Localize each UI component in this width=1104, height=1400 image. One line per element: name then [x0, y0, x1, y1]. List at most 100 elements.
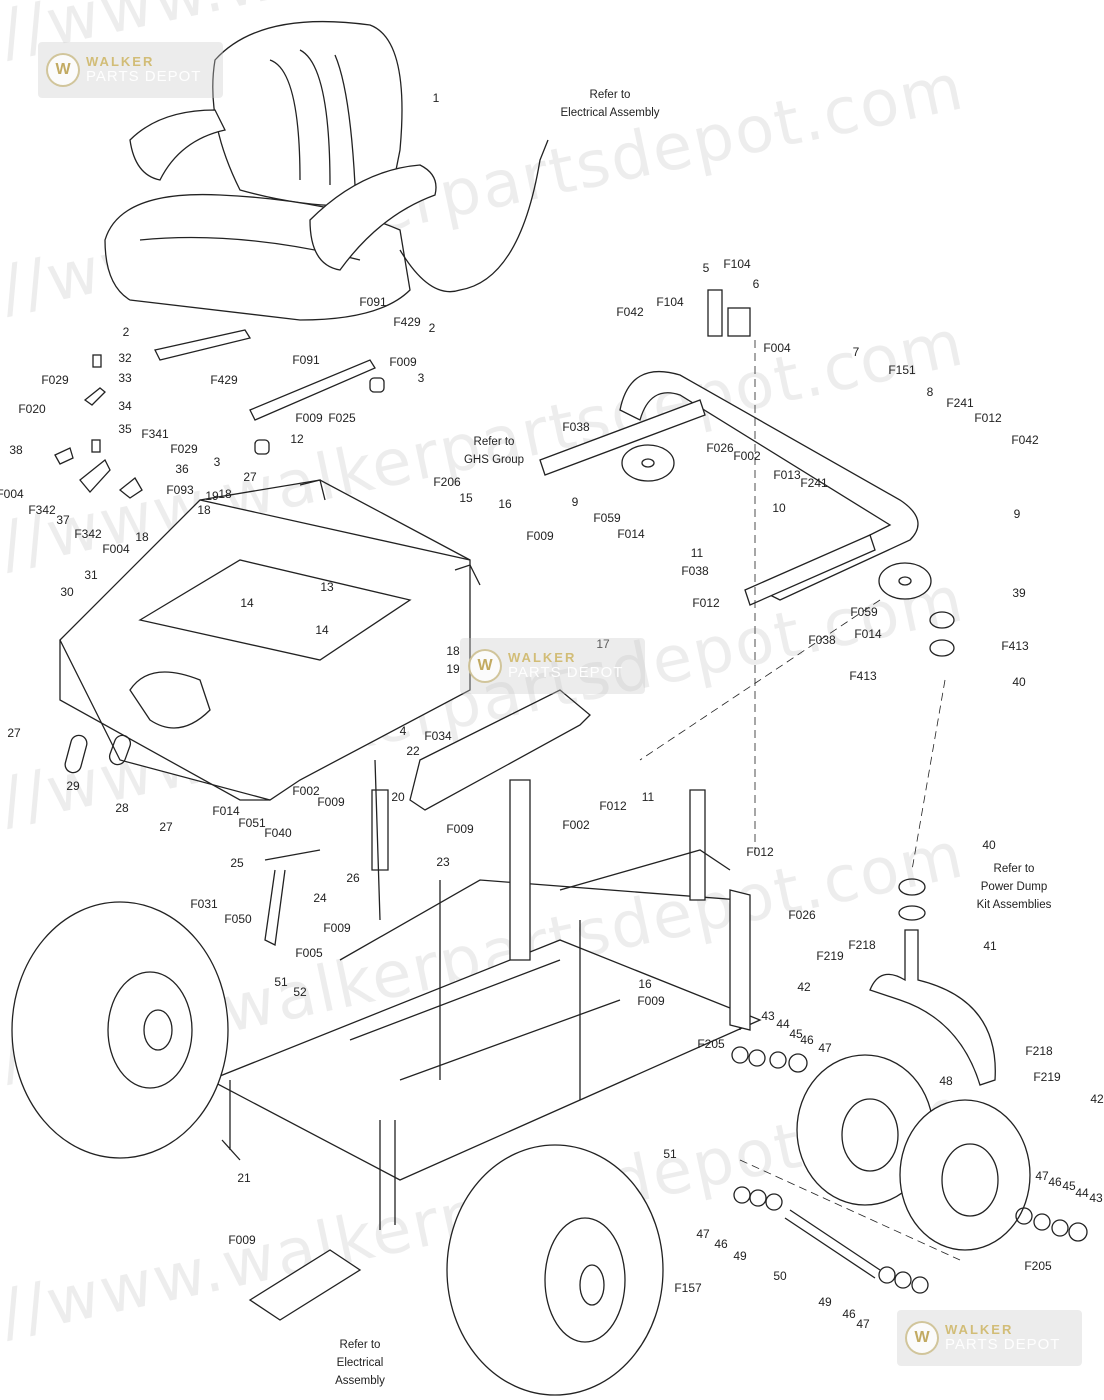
linkage-part-25: [264, 849, 321, 946]
callout-label: F093: [166, 483, 194, 497]
callout-label: 39: [1012, 586, 1026, 600]
callout-label: F002: [292, 784, 320, 798]
callout-label: F059: [593, 511, 621, 525]
callout-label: 22: [406, 744, 420, 758]
callout-label: 46: [800, 1033, 814, 1047]
callout-label: F026: [706, 441, 734, 455]
callout-label: F004: [763, 341, 791, 355]
callout-label: 10: [772, 501, 786, 515]
note-ghs: Refer to GHS Group: [464, 433, 524, 469]
latch-parts: [54, 354, 143, 499]
callout-label: F205: [1024, 1259, 1052, 1273]
callout-label: F004: [0, 487, 24, 501]
caster-frame-part-7: [539, 289, 919, 606]
callout-label: F009: [323, 921, 351, 935]
callout-label: 47: [818, 1041, 832, 1055]
callout-label: F002: [562, 818, 590, 832]
callout-label: 9: [1013, 507, 1021, 521]
callout-label: 29: [66, 779, 80, 793]
callout-label: 25: [230, 856, 244, 870]
callout-label: 3: [213, 455, 221, 469]
callout-label: F034: [424, 729, 452, 743]
callout-label: F020: [18, 402, 46, 416]
callout-label: 13: [320, 580, 334, 594]
callout-label: F341: [141, 427, 169, 441]
callout-label: 31: [84, 568, 98, 582]
callout-label: 15: [459, 491, 473, 505]
note-line: Refer to: [589, 89, 631, 101]
callout-label: F042: [616, 305, 644, 319]
callout-label: 1: [432, 91, 440, 105]
callout-label: 30: [60, 585, 74, 599]
callout-label: F342: [74, 527, 102, 541]
caster-fork-part-41: [869, 929, 996, 1086]
axle-part-50: [784, 1209, 881, 1279]
callout-label: 51: [663, 1147, 677, 1161]
callout-label: F219: [1033, 1070, 1061, 1084]
callout-label: 46: [842, 1307, 856, 1321]
callout-label: 14: [240, 596, 254, 610]
callout-label: 45: [1062, 1179, 1076, 1193]
callout-label: F091: [292, 353, 320, 367]
callout-label: 12: [290, 432, 304, 446]
callout-label: 8: [926, 385, 934, 399]
callout-label: 50: [773, 1269, 787, 1283]
callout-label: F025: [328, 411, 356, 425]
callout-label: 38: [9, 443, 23, 457]
callout-label: F012: [599, 799, 627, 813]
caster-wheel-part-48: [796, 1054, 1031, 1251]
callout-label: 2: [122, 325, 130, 339]
note-line: Refer to: [339, 1339, 381, 1351]
callout-label: 27: [243, 470, 257, 484]
callout-label: F002: [733, 449, 761, 463]
callout-label: 21: [237, 1171, 251, 1185]
callout-label: F342: [28, 503, 56, 517]
logo-text: WALKER: [508, 650, 577, 665]
callout-label: F205: [697, 1037, 725, 1051]
callout-label: 19: [446, 662, 460, 676]
callout-label: F413: [1001, 639, 1029, 653]
callout-label: 14: [315, 623, 329, 637]
callout-label: F051: [238, 816, 266, 830]
callout-label: F157: [674, 1281, 702, 1295]
callout-label: 16: [638, 977, 652, 991]
callout-label: F040: [264, 826, 292, 840]
callout-label: F059: [850, 605, 878, 619]
callout-label: 23: [436, 855, 450, 869]
logo-mark-icon: W: [46, 53, 80, 87]
deck-panel: [59, 479, 481, 801]
callout-label: F009: [526, 529, 554, 543]
callout-label: F206: [433, 475, 461, 489]
callout-label: 16: [498, 497, 512, 511]
callout-label: 45: [789, 1027, 803, 1041]
callout-label: F029: [170, 442, 198, 456]
callout-label: 3: [417, 371, 425, 385]
note-line: Electrical Assembly: [560, 107, 660, 119]
callout-label: F038: [808, 633, 836, 647]
callout-label: 48: [939, 1074, 953, 1088]
main-frame-part-52: [208, 779, 762, 1230]
callout-label: F009: [228, 1233, 256, 1247]
callout-label: 11: [641, 790, 655, 804]
callout-label: F009: [389, 355, 417, 369]
note-electrical-top: Refer to Electrical Assembly: [560, 86, 659, 122]
callout-label: F014: [617, 527, 645, 541]
note-line: Electrical: [336, 1357, 384, 1369]
callout-label: 44: [1075, 1186, 1089, 1200]
plate-part: [248, 1249, 362, 1321]
callout-label: 36: [175, 462, 189, 476]
callout-label: F429: [393, 315, 421, 329]
callout-label: 40: [982, 838, 996, 852]
logo-text: WALKER: [86, 54, 155, 69]
callout-label: F241: [800, 476, 828, 490]
callout-label: F038: [681, 564, 709, 578]
callout-label: 43: [1089, 1191, 1103, 1205]
callout-label: 28: [115, 801, 129, 815]
logo-mark-icon: W: [468, 649, 502, 683]
pulley-part-9: [621, 444, 932, 600]
callout-label: 18: [197, 503, 211, 517]
callout-label: F012: [692, 596, 720, 610]
callout-label: 18: [446, 644, 460, 658]
